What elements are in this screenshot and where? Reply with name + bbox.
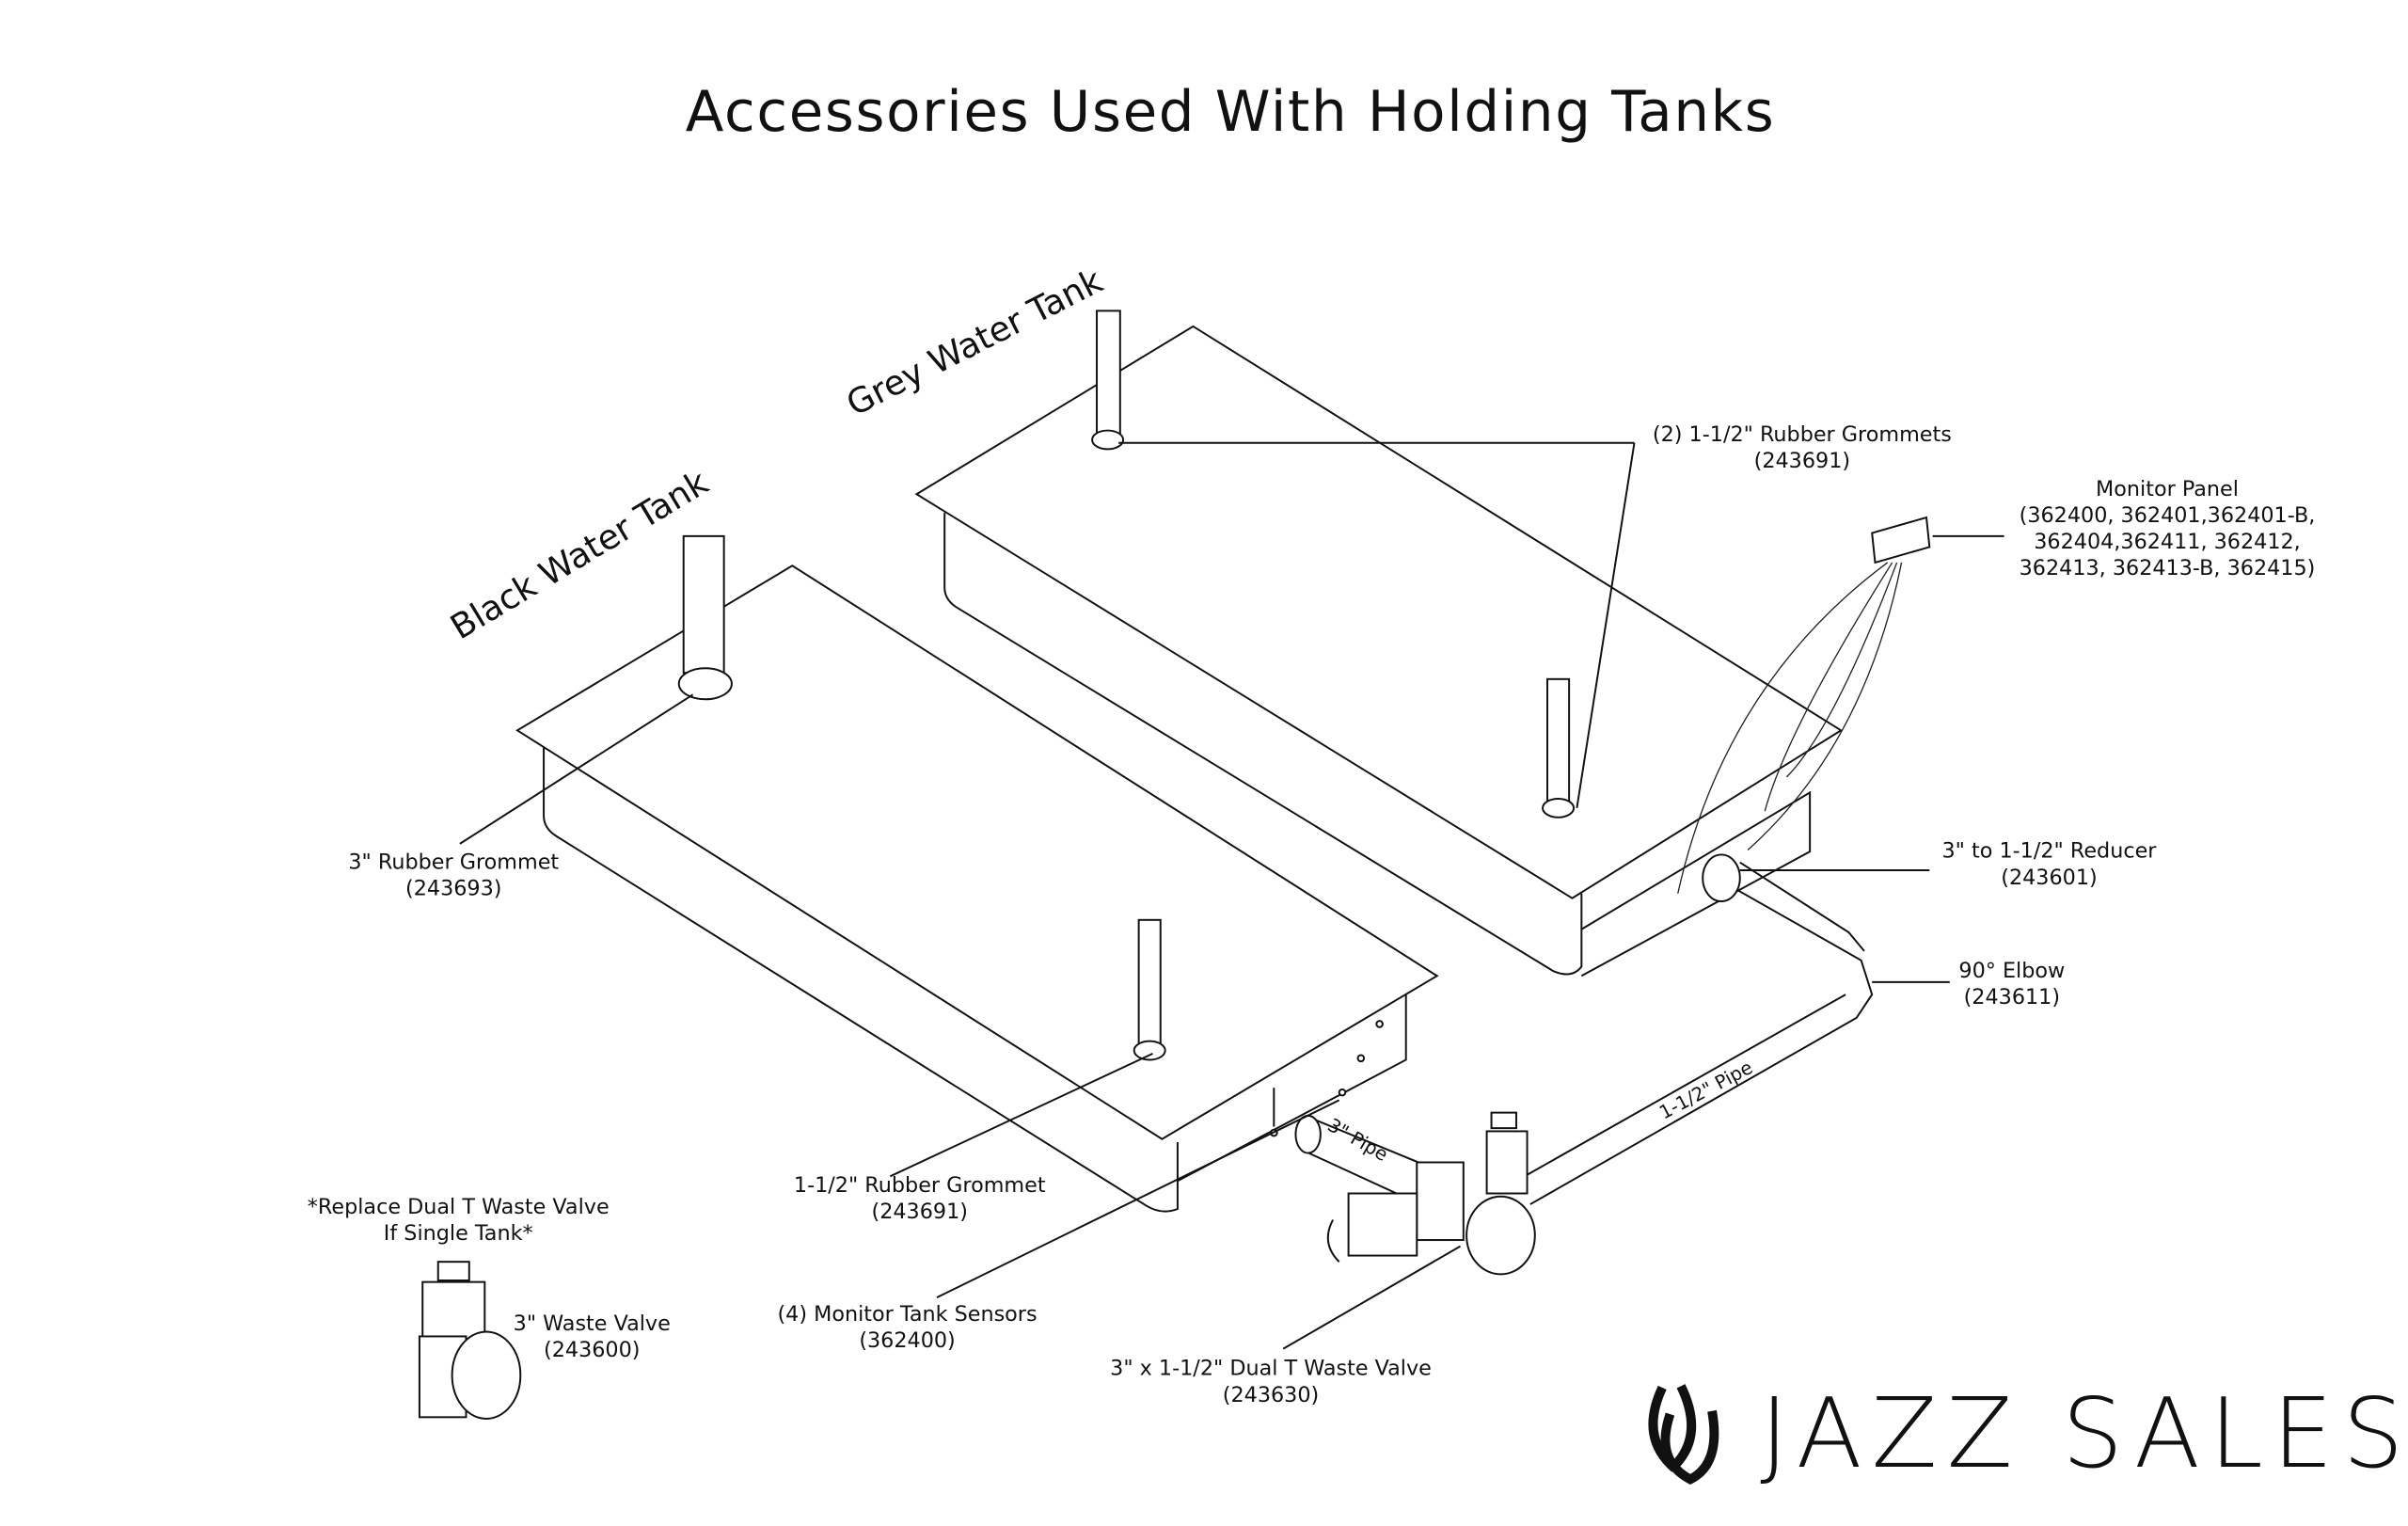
replace-note-1: *Replace Dual T Waste Valve <box>308 1195 610 1219</box>
rubber-grommet-3-label: 3" Rubber Grommet <box>348 850 559 874</box>
dual-valve-label: 3" x 1-1/2" Dual T Waste Valve <box>1110 1357 1432 1381</box>
leader-lines <box>459 441 2004 1350</box>
grey-water-tank <box>914 310 1844 978</box>
black-water-tank <box>515 534 1439 1213</box>
black-tank-label: Black Water Tank <box>443 462 715 647</box>
monitor-panel <box>1677 516 1931 894</box>
pipe-3-label: 3" Pipe <box>1324 1114 1392 1166</box>
monitor-panel-label: Monitor Panel <box>2096 477 2239 501</box>
elbow-part: (243611) <box>1964 985 2060 1009</box>
waste-valve-part: (243600) <box>544 1338 640 1362</box>
sensors-label: (4) Monitor Tank Sensors <box>777 1302 1037 1327</box>
waste-valve-label: 3" Waste Valve <box>514 1311 671 1336</box>
horseshoes-icon <box>1648 1384 1719 1485</box>
logo-text: JAZZ SALES <box>1760 1378 2408 1490</box>
elbow-label: 90° Elbow <box>1958 959 2065 983</box>
sensors-part: (362400) <box>859 1328 955 1353</box>
single-waste-valve <box>418 1261 522 1420</box>
reducer-label: 3" to 1-1/2" Reducer <box>1942 839 2158 864</box>
grommets-label: (2) 1-1/2" Rubber Grommets <box>1653 422 1952 447</box>
rubber-grommet-3-part: (243693) <box>405 876 501 900</box>
monitor-panel-parts-2: 362404,362411, 362412, <box>2034 530 2301 554</box>
plumbing <box>1294 853 1874 1276</box>
grommet-1-5-label: 1-1/2" Rubber Grommet <box>794 1173 1046 1198</box>
reducer-part: (243601) <box>2001 866 2097 890</box>
replace-note-2: If Single Tank* <box>384 1221 533 1246</box>
grommet-1-5-part: (243691) <box>872 1200 968 1224</box>
grommets-part: (243691) <box>1754 449 1850 473</box>
dual-valve-part: (243630) <box>1223 1383 1319 1407</box>
monitor-panel-parts-1: (362400, 362401,362401-B, <box>2020 503 2316 528</box>
monitor-panel-parts-3: 362413, 362413-B, 362415) <box>2020 556 2316 580</box>
grey-tank-label: Grey Water Tank <box>840 261 1109 424</box>
pipe-1-5-label: 1-1/2" Pipe <box>1656 1057 1756 1123</box>
diagram-title: Accessories Used With Holding Tanks <box>686 80 1776 145</box>
